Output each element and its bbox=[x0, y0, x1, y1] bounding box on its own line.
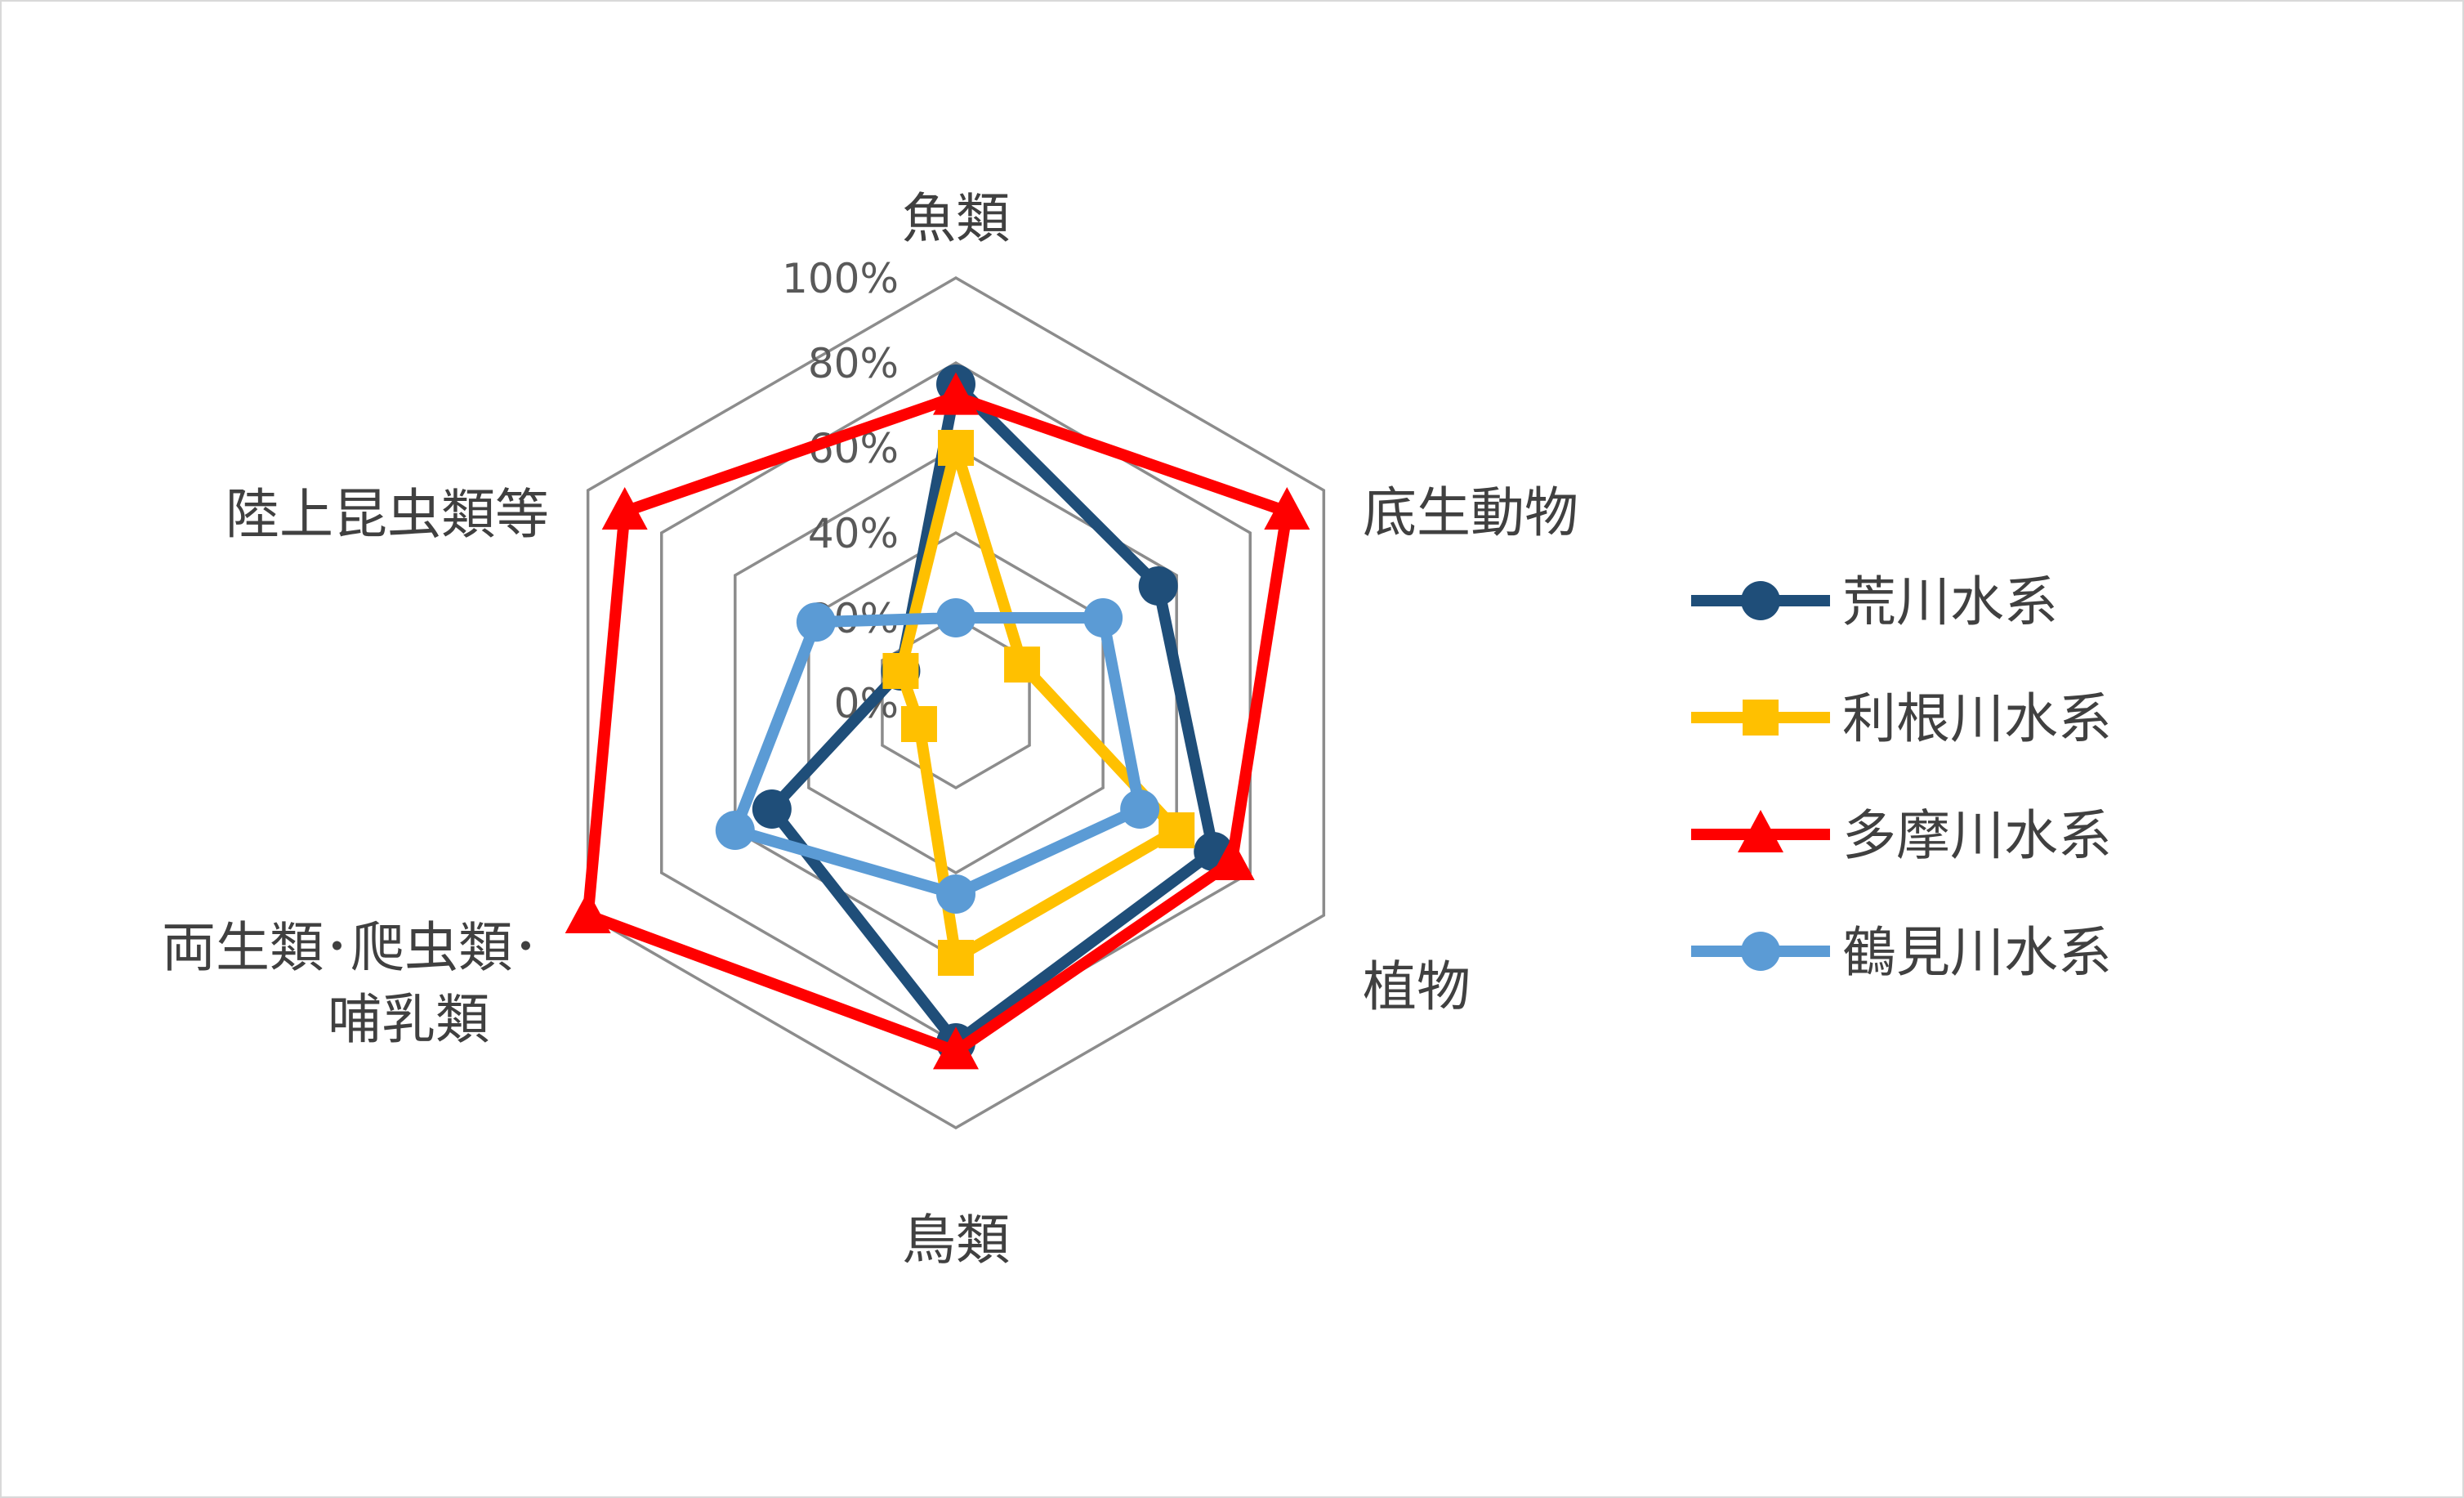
legend-label: 利根川水系 bbox=[1842, 687, 2112, 750]
data-point bbox=[715, 811, 755, 850]
category-label: 底生動物 bbox=[1363, 481, 1578, 544]
data-point bbox=[1083, 598, 1123, 637]
data-point bbox=[1120, 789, 1160, 829]
data-point bbox=[565, 891, 611, 933]
data-point bbox=[1004, 646, 1041, 683]
data-point bbox=[936, 598, 975, 637]
category-label: 魚類 bbox=[902, 187, 1010, 250]
tick-label: 80% bbox=[808, 340, 899, 387]
legend-marker bbox=[1741, 581, 1780, 620]
data-point bbox=[601, 487, 648, 530]
category-label: 鳥類 bbox=[902, 1209, 1010, 1272]
data-point bbox=[1208, 838, 1255, 880]
legend-label: 鶴見川水系 bbox=[1842, 921, 2112, 984]
series-layer bbox=[565, 364, 1310, 1070]
data-point bbox=[796, 602, 836, 642]
legend-label: 多摩川水系 bbox=[1842, 804, 2112, 867]
legend-marker bbox=[1743, 700, 1779, 736]
series-3 bbox=[715, 598, 1160, 914]
data-point bbox=[900, 706, 937, 742]
legend-item: 荒川水系 bbox=[1691, 570, 2058, 633]
series-1 bbox=[882, 430, 1195, 976]
tick-label: 100% bbox=[782, 255, 899, 302]
legend-marker bbox=[1741, 932, 1780, 971]
legend-label: 荒川水系 bbox=[1842, 570, 2058, 633]
category-label: 陸上昆虫類等 bbox=[225, 483, 549, 546]
data-point bbox=[1158, 812, 1195, 848]
data-point bbox=[1138, 566, 1178, 606]
data-point bbox=[752, 789, 792, 829]
data-point bbox=[938, 430, 974, 466]
data-point bbox=[936, 874, 975, 914]
data-point bbox=[933, 372, 979, 415]
category-label: 植物 bbox=[1363, 955, 1471, 1018]
data-point bbox=[933, 1026, 979, 1070]
grid-ring-100 bbox=[586, 275, 1326, 1130]
legend-item: 鶴見川水系 bbox=[1691, 921, 2112, 984]
data-point bbox=[1264, 487, 1310, 530]
legend-item: 利根川水系 bbox=[1691, 687, 2112, 750]
data-point bbox=[938, 940, 974, 976]
category-label: 両生類･爬虫類･哺乳類 bbox=[162, 916, 539, 1051]
series-2 bbox=[565, 372, 1310, 1070]
legend-item: 多摩川水系 bbox=[1691, 804, 2112, 867]
data-point bbox=[882, 653, 919, 689]
legend-marker bbox=[1738, 810, 1783, 852]
tick-label: 40% bbox=[808, 510, 899, 557]
